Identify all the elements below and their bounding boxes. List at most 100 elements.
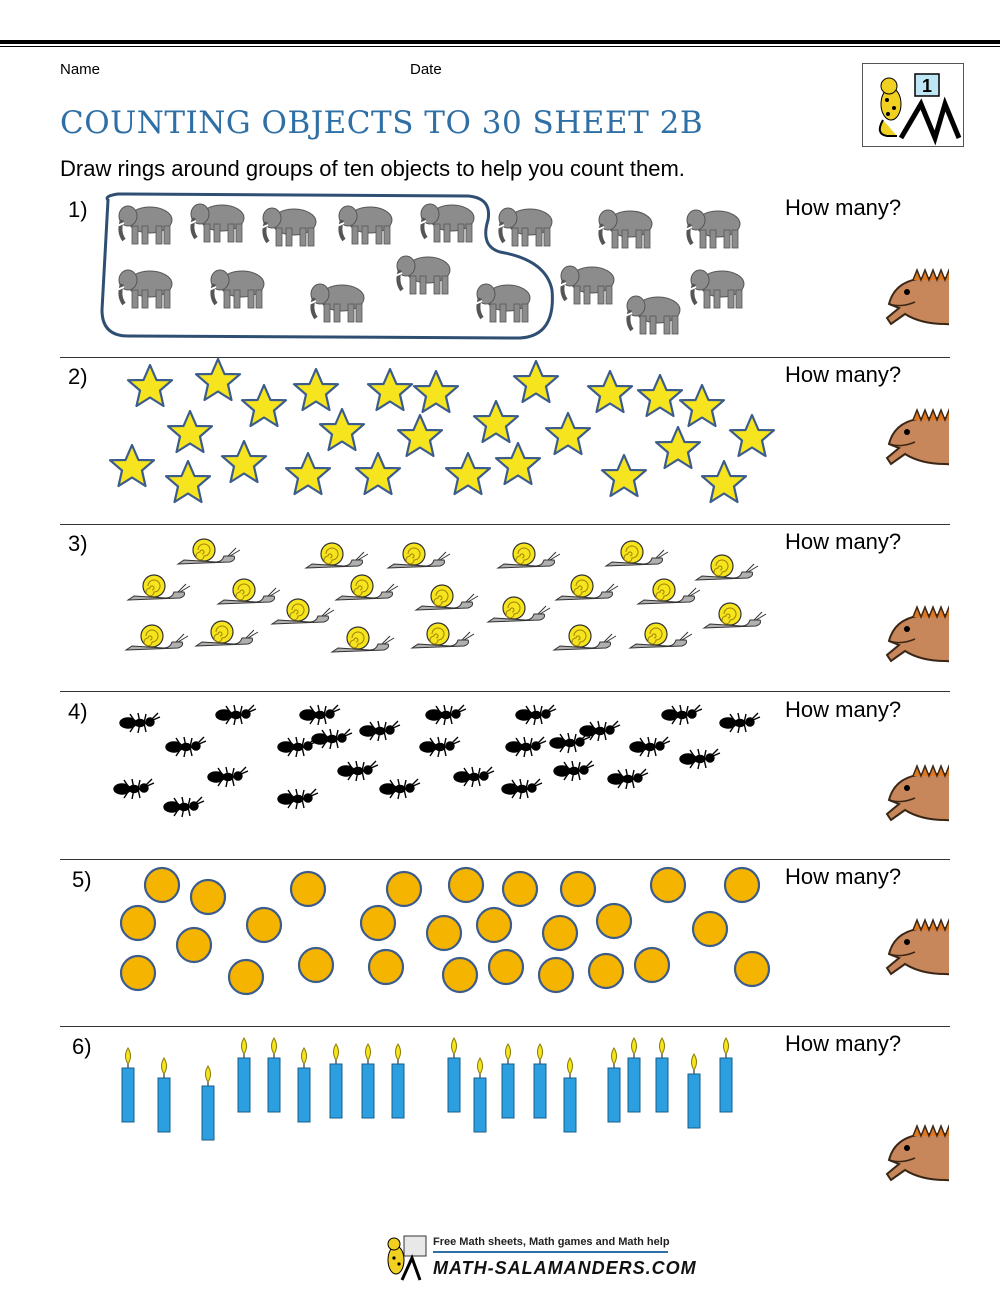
candle-icon xyxy=(447,1037,461,1113)
top-rule xyxy=(0,40,1000,44)
date-label: Date xyxy=(410,61,442,78)
top-rule-thin xyxy=(0,46,1000,47)
ant-icon xyxy=(379,778,421,800)
question-6-mascot xyxy=(885,1124,949,1186)
star-icon xyxy=(544,411,592,456)
section-divider xyxy=(60,859,950,860)
circle-icon xyxy=(447,866,485,904)
circle-icon xyxy=(633,946,671,984)
elephant-icon xyxy=(393,254,452,296)
question-2-mascot xyxy=(885,408,949,470)
question-1-number: 1) xyxy=(68,197,88,222)
ant-icon xyxy=(277,788,319,810)
snail-icon xyxy=(271,598,335,625)
star-icon xyxy=(220,439,268,484)
question-5-objects xyxy=(119,866,771,996)
elephant-icon xyxy=(623,294,682,336)
question-4-number: 4) xyxy=(68,699,88,724)
question-6-objects xyxy=(121,1037,733,1141)
snail-icon xyxy=(305,542,369,569)
question-1-objects xyxy=(100,192,746,340)
snail-icon xyxy=(703,602,767,629)
candle-icon xyxy=(563,1057,577,1133)
candle-icon xyxy=(157,1057,171,1133)
star-icon xyxy=(700,459,748,504)
salamander-icon xyxy=(885,605,949,663)
candle-icon xyxy=(267,1037,281,1113)
ant-icon xyxy=(515,704,557,726)
elephant-icon xyxy=(335,204,394,246)
instructions: Draw rings around groups of ten objects … xyxy=(60,156,685,181)
circle-icon xyxy=(733,950,771,988)
star-icon xyxy=(164,459,212,504)
circle-icon xyxy=(487,948,525,986)
section-divider xyxy=(60,524,950,525)
salamander-logo-icon xyxy=(387,1235,427,1281)
question-4-prompt: How many? xyxy=(785,697,902,722)
snail-icon xyxy=(497,542,561,569)
star-icon xyxy=(318,407,366,452)
star-icon xyxy=(472,399,520,444)
elephant-icon xyxy=(207,268,266,310)
page-title: COUNTING OBJECTS TO 30 SHEET 2B xyxy=(60,105,704,141)
ant-icon xyxy=(679,748,721,770)
ant-icon xyxy=(311,728,353,750)
snail-icon xyxy=(695,554,759,581)
star-icon xyxy=(396,413,444,458)
star-icon xyxy=(108,443,156,488)
question-2-number: 2) xyxy=(68,364,88,389)
star-icon xyxy=(284,451,332,496)
ant-icon xyxy=(661,704,703,726)
elephant-icon xyxy=(595,208,654,250)
question-5-number: 5) xyxy=(72,867,92,892)
snail-icon xyxy=(605,540,669,567)
circle-icon xyxy=(119,904,157,942)
salamander-logo-icon: 1 xyxy=(878,73,962,146)
snail-icon xyxy=(555,574,619,601)
star-icon xyxy=(354,451,402,496)
candle-icon xyxy=(655,1037,669,1113)
elephant-icon xyxy=(683,208,742,250)
snail-icon xyxy=(195,620,259,647)
star-icon xyxy=(166,409,214,454)
salamander-icon xyxy=(885,408,949,466)
circle-icon xyxy=(143,866,181,904)
circle-icon xyxy=(175,926,213,964)
question-6-prompt: How many? xyxy=(785,1031,902,1056)
circle-icon xyxy=(691,910,729,948)
circle-icon xyxy=(227,958,265,996)
question-1-prompt: How many? xyxy=(785,195,902,220)
question-3-number: 3) xyxy=(68,531,88,556)
elephant-icon xyxy=(557,264,616,306)
candle-icon xyxy=(329,1043,343,1119)
circle-icon xyxy=(359,904,397,942)
ant-icon xyxy=(425,704,467,726)
star-icon xyxy=(678,383,726,428)
candle-icon xyxy=(201,1065,215,1141)
snail-icon xyxy=(177,538,241,565)
elephant-icon xyxy=(417,202,476,244)
elephant-icon xyxy=(115,268,174,310)
ant-icon xyxy=(359,720,401,742)
section-divider xyxy=(60,357,950,358)
ant-icon xyxy=(629,736,671,758)
ant-icon xyxy=(163,796,205,818)
ant-icon xyxy=(607,768,649,790)
snail-icon xyxy=(553,624,617,651)
name-label: Name xyxy=(60,61,101,78)
salamander-icon xyxy=(885,918,949,976)
snail-icon xyxy=(331,626,395,653)
logo-digit: 1 xyxy=(922,76,932,96)
ant-icon xyxy=(299,704,341,726)
circle-icon xyxy=(587,952,625,990)
logo-badge: 1 xyxy=(862,63,964,147)
circle-icon xyxy=(649,866,687,904)
candle-icon xyxy=(533,1043,547,1119)
star-icon xyxy=(444,451,492,496)
candle-icon xyxy=(687,1053,701,1129)
snail-icon xyxy=(335,574,399,601)
ant-icon xyxy=(337,760,379,782)
ant-icon xyxy=(113,778,155,800)
snail-icon xyxy=(127,574,191,601)
question-3-mascot xyxy=(885,605,949,667)
